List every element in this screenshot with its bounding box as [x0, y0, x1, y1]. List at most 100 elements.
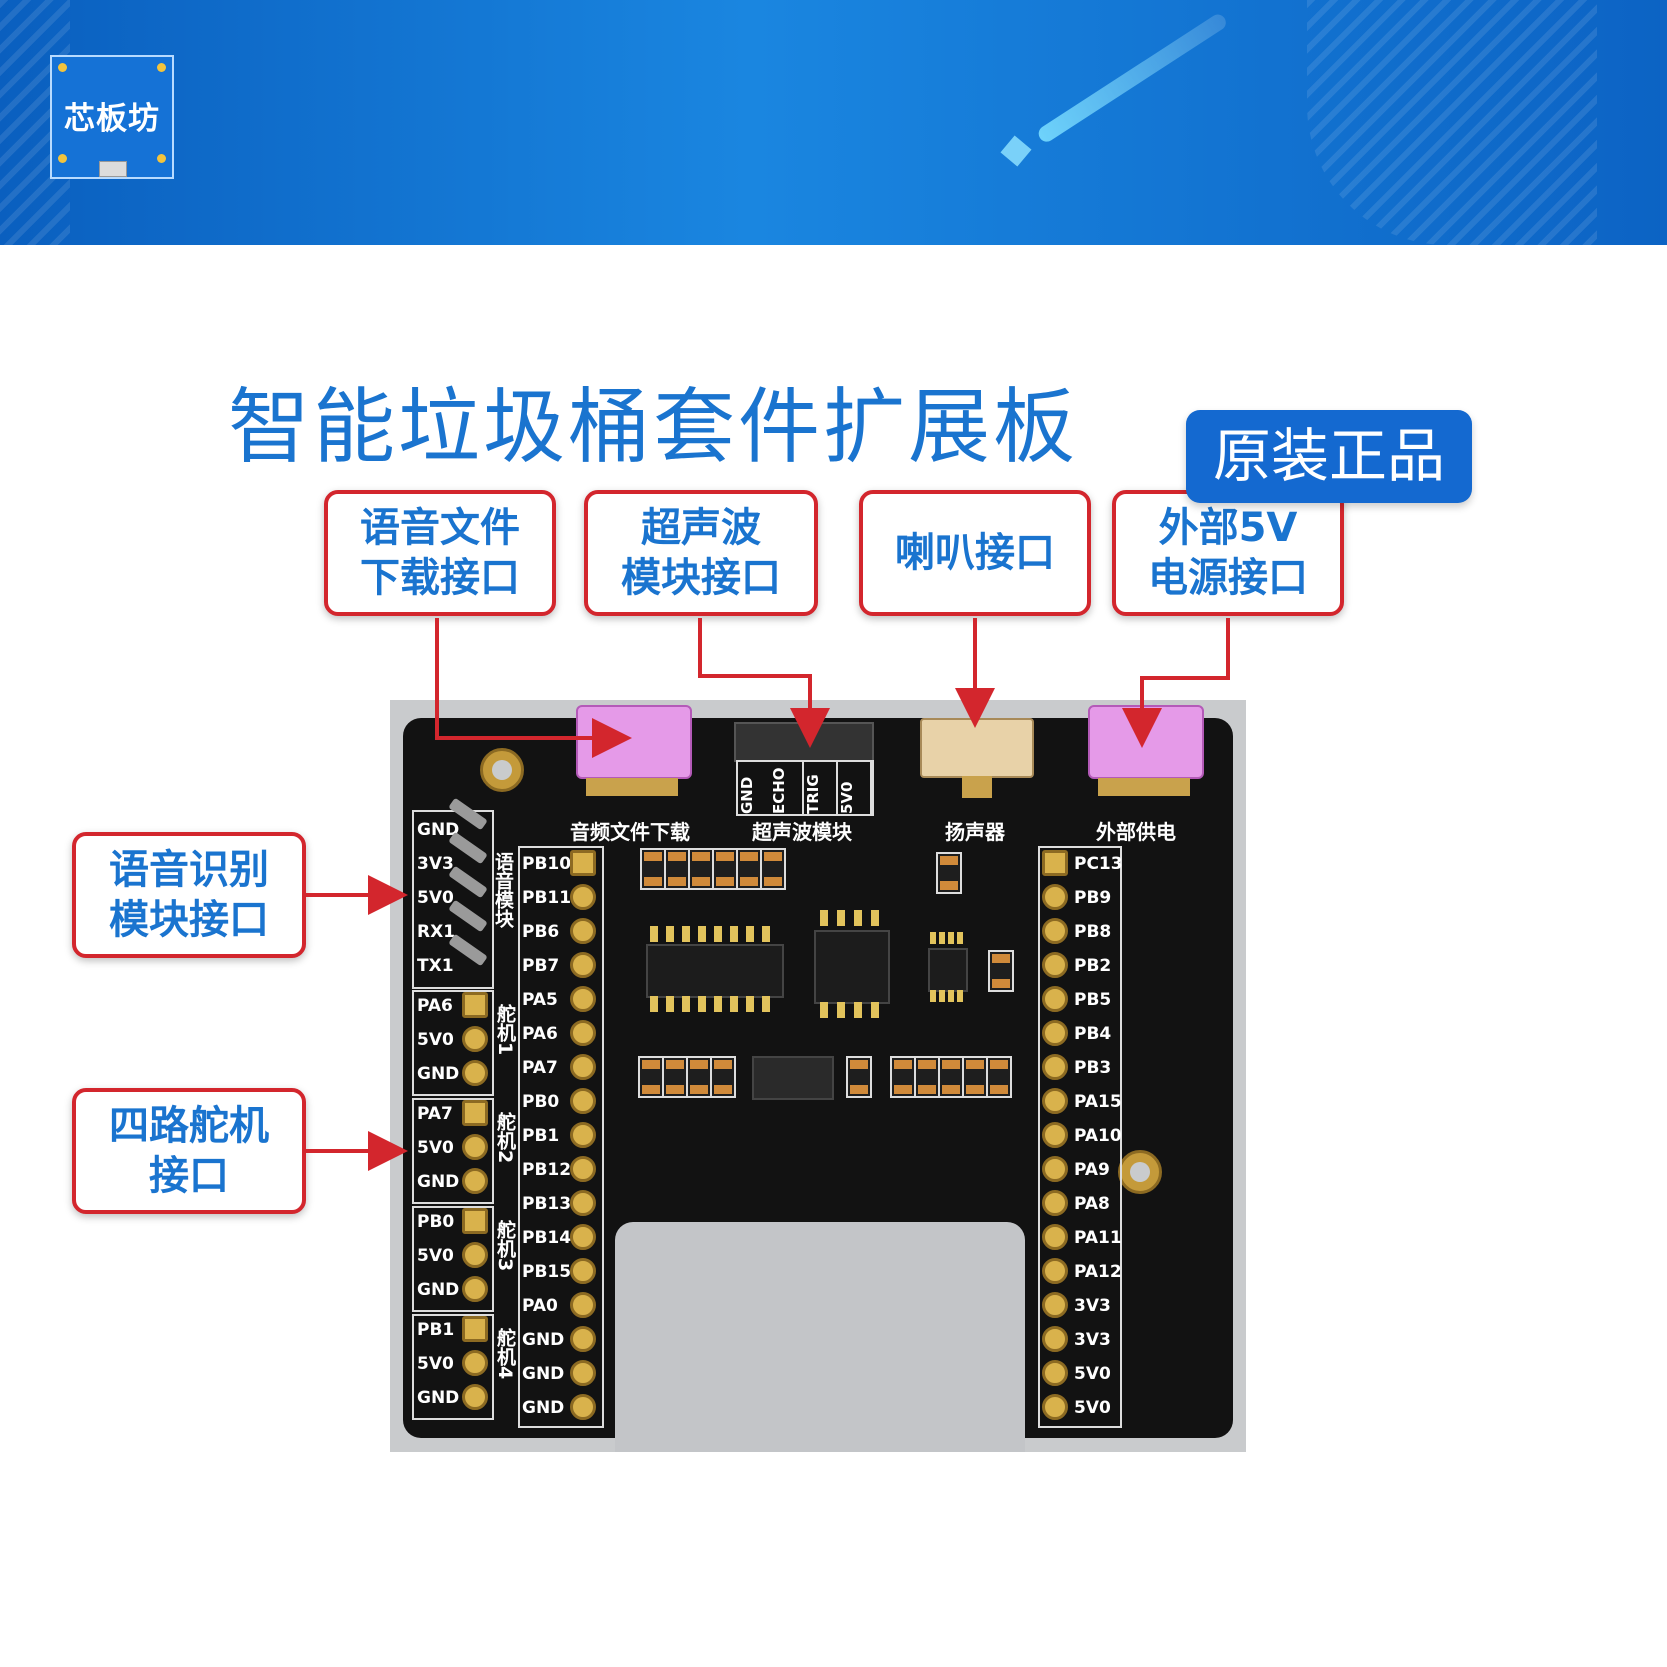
- callout-voice-download: 语音文件 下载接口: [324, 490, 556, 616]
- callout-line: 接口: [149, 1153, 229, 1199]
- right-pin-label: PA11: [1074, 1228, 1122, 1248]
- diode: [752, 1056, 834, 1100]
- right-pin-label: PB4: [1074, 1024, 1112, 1044]
- connector-feet: [962, 776, 992, 798]
- callout-line: 外部5V: [1158, 505, 1298, 551]
- left-pin-label: PA6: [522, 1024, 558, 1044]
- servo-pin: [462, 1134, 488, 1160]
- chip-leg: [714, 926, 722, 942]
- smd-resistor: [962, 1056, 988, 1098]
- left-pin: [570, 850, 596, 876]
- chip-leg: [837, 910, 845, 926]
- chip-leg: [930, 990, 936, 1002]
- right-pin-label: PB9: [1074, 888, 1112, 908]
- msop-chip: [814, 930, 890, 1004]
- left-pin-label: PB10: [522, 854, 572, 874]
- left-pin: [570, 1190, 596, 1216]
- callout-line: 模块接口: [109, 897, 269, 943]
- brand-logo: 芯板坊: [50, 55, 174, 179]
- servo-pin-label: 5V0: [417, 1030, 454, 1050]
- right-pin-label: PB5: [1074, 990, 1112, 1010]
- chip-leg: [871, 910, 879, 926]
- servo-pin: [462, 1168, 488, 1194]
- chip-leg: [957, 932, 963, 944]
- chip-leg: [948, 990, 954, 1002]
- ultrasonic-header: [734, 722, 874, 762]
- page-title: 智能垃圾桶套件扩展板: [228, 380, 1079, 475]
- servo-group-label: 舵机4: [494, 1328, 516, 1380]
- left-pin: [570, 1054, 596, 1080]
- chip-leg: [762, 926, 770, 942]
- chip-leg: [698, 996, 706, 1012]
- servo-group-label: 舵机3: [494, 1220, 516, 1272]
- callout-servo: 四路舵机 接口: [72, 1088, 306, 1214]
- left-pin-label: PB14: [522, 1228, 572, 1248]
- voice-pin-label: TX1: [417, 956, 454, 976]
- servo-pin: [462, 1316, 488, 1342]
- servo-pin-label: GND: [417, 1172, 460, 1192]
- servo-pin-label: PB1: [417, 1320, 455, 1340]
- right-pin: [1042, 1122, 1068, 1148]
- callout-speaker: 喇叭接口: [859, 490, 1091, 616]
- servo-pin: [462, 1350, 488, 1376]
- right-pin-label: PA9: [1074, 1160, 1110, 1180]
- smd-resistor: [890, 1056, 916, 1098]
- servo-pin: [462, 1208, 488, 1234]
- servo-pin: [462, 1100, 488, 1126]
- board-cutout: [615, 1222, 1025, 1452]
- logo-dot: [157, 63, 166, 72]
- right-pin: [1042, 850, 1068, 876]
- left-pin: [570, 1088, 596, 1114]
- right-pin: [1042, 1088, 1068, 1114]
- left-pin: [570, 952, 596, 978]
- servo-pin-label: 5V0: [417, 1138, 454, 1158]
- left-pin-label: PA7: [522, 1058, 558, 1078]
- chip-leg: [939, 932, 945, 944]
- right-pin: [1042, 1020, 1068, 1046]
- callout-line: 四路舵机: [109, 1103, 269, 1149]
- chip-leg: [666, 996, 674, 1012]
- right-pin: [1042, 884, 1068, 910]
- smd-resistor: [736, 848, 762, 890]
- servo-group-box: [412, 990, 494, 1096]
- connector-feet: [1098, 778, 1190, 796]
- speaker-connector: [920, 718, 1034, 778]
- right-pin-label: 3V3: [1074, 1296, 1111, 1316]
- silk-ultrasonic: 超声波模块: [752, 820, 852, 844]
- silk-audio-download: 音频文件下载: [570, 820, 690, 844]
- right-pin-label: PC13: [1074, 854, 1123, 874]
- micro-usb-audio-connector: [576, 705, 692, 779]
- right-pin: [1042, 1190, 1068, 1216]
- chip-leg: [948, 932, 954, 944]
- right-pin-box: [1038, 846, 1122, 1428]
- smd-resistor: [640, 848, 666, 890]
- chip-leg: [746, 996, 754, 1012]
- logo-dot: [157, 154, 166, 163]
- smd-resistor: [638, 1056, 664, 1098]
- mounting-hole: [1118, 1150, 1162, 1194]
- left-pin: [570, 986, 596, 1012]
- left-pin-label: PB1: [522, 1126, 560, 1146]
- servo-pin-label: PA7: [417, 1104, 453, 1124]
- servo-pin-label: 5V0: [417, 1354, 454, 1374]
- left-pin-label: PB7: [522, 956, 560, 976]
- chip-leg: [820, 1002, 828, 1018]
- smd-resistor: [664, 848, 690, 890]
- right-pin: [1042, 1394, 1068, 1420]
- smd-resistor: [914, 1056, 940, 1098]
- voice-module-label: 语音模块: [492, 852, 514, 928]
- right-pin: [1042, 1326, 1068, 1352]
- left-pin-label: PB12: [522, 1160, 572, 1180]
- callout-line: 语音文件: [360, 505, 520, 551]
- servo-pin: [462, 1276, 488, 1302]
- chip-leg: [837, 1002, 845, 1018]
- servo-pin-label: PA6: [417, 996, 453, 1016]
- silk-speaker: 扬声器: [945, 820, 1005, 844]
- chip-leg: [666, 926, 674, 942]
- left-pin: [570, 1224, 596, 1250]
- smd-resistor: [936, 852, 962, 894]
- banner-square-accent: [1000, 135, 1032, 167]
- servo-pin: [462, 1026, 488, 1052]
- ultrasonic-pin-box: GND ECHO TRIG 5V0: [736, 760, 874, 816]
- callout-ultrasonic: 超声波 模块接口: [584, 490, 818, 616]
